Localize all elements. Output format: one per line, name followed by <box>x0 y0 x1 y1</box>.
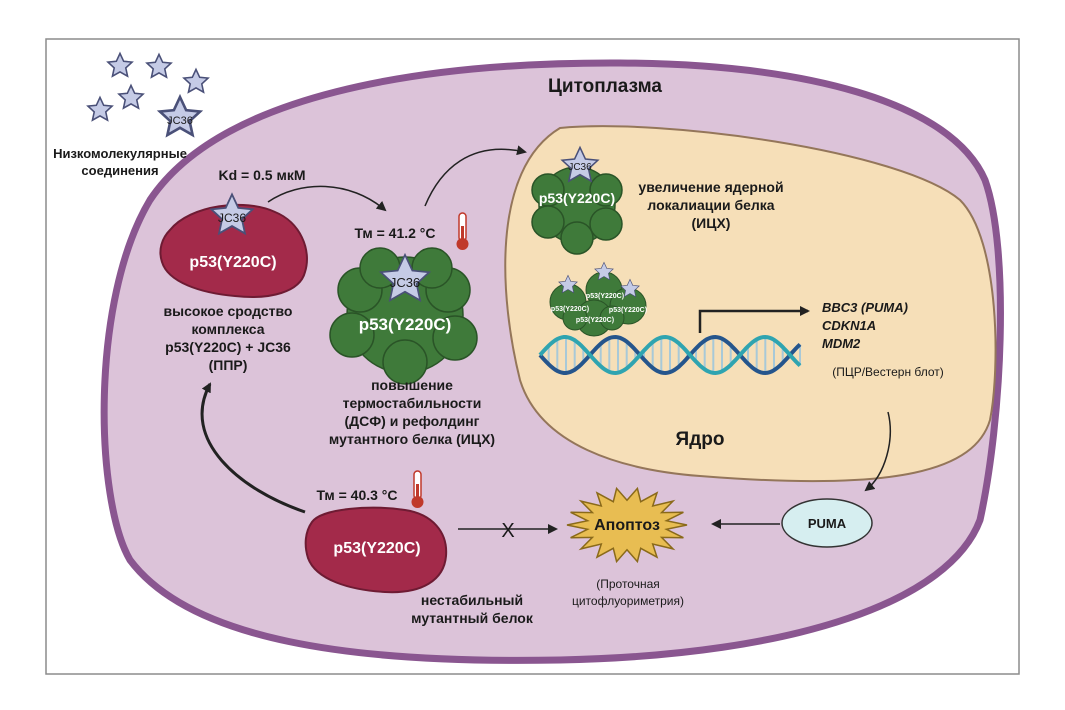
puma-ellipse <box>781 498 873 548</box>
protein-label-small: p53(Y220C) <box>586 293 624 300</box>
jc36-label: JC36 <box>167 115 193 127</box>
jc36-label: JC36 <box>390 275 420 290</box>
small-molecules-group <box>86 51 210 138</box>
star-icon <box>156 93 204 138</box>
star-icon <box>378 252 432 303</box>
protein-label-small: p53(Y220C) <box>551 306 589 313</box>
star-icon <box>145 52 173 79</box>
protein-label: p53(Y220C) <box>333 540 420 557</box>
apoptosis-burst <box>566 486 688 564</box>
jc36-label: JC36 <box>218 211 246 225</box>
dna-icon <box>538 334 802 376</box>
nuclear-localization-line2: локалиации белка <box>647 197 774 213</box>
star-icon <box>620 278 640 298</box>
small-molecules-label-line2: соединения <box>81 163 158 178</box>
star-icon <box>594 261 614 281</box>
unstable-line2: мутантный белок <box>411 610 534 626</box>
thermostability-line4: мутантного белка (ИЦХ) <box>329 431 495 447</box>
high-affinity-line4: (ППР) <box>209 357 248 373</box>
puma-label: PUMA <box>808 516 847 531</box>
arrow-icon <box>200 382 306 514</box>
nuclear-localization-line1: увеличение ядерной <box>638 179 783 195</box>
tm-unbound-label: Тм = 40.3 °C <box>317 487 398 503</box>
unstable-line1: нестабильный <box>421 592 523 608</box>
tm-bound-label: Тм = 41.2 °C <box>355 225 436 241</box>
arrow-icon <box>424 145 527 207</box>
star-icon <box>86 95 114 122</box>
star-icon <box>182 67 210 94</box>
nucleus-label: Ядро <box>676 429 725 450</box>
gene-mdm2: MDM2 <box>822 336 861 351</box>
star-icon <box>560 145 600 183</box>
gene-method-label: (ПЦР/Вестерн блот) <box>832 365 944 379</box>
apoptosis-label: Апоптоз <box>594 517 660 534</box>
thermometer-icon <box>456 212 469 250</box>
star-icon <box>209 192 255 236</box>
protein-label-small: p53(Y220C) <box>609 307 647 314</box>
gene-bbc3: BBC3 (PUMA) <box>822 300 908 315</box>
arrow-icon <box>267 185 387 212</box>
protein-green-nuclear <box>531 166 623 255</box>
thermostability-line3: (ДСФ) и рефолдинг <box>344 413 479 429</box>
transcription-arrow <box>698 306 810 333</box>
block-mark: X <box>501 520 514 542</box>
star-icon <box>558 274 578 294</box>
thermostability-line1: повышение <box>371 377 453 393</box>
protein-label-small: p53(Y220C) <box>576 317 614 324</box>
protein-label: p53(Y220C) <box>189 254 276 271</box>
high-affinity-line1: высокое сродство <box>164 303 293 319</box>
high-affinity-line2: комплекса <box>191 321 264 337</box>
kd-label: Kd = 0.5 мкМ <box>219 167 306 183</box>
protein-bound-red <box>159 203 308 298</box>
thermometer-icon <box>411 470 424 508</box>
protein-label: p53(Y220C) <box>359 315 452 334</box>
protein-tetramer: p53(Y220C) p53(Y220C) p53(Y220C) p53(Y22… <box>549 261 647 337</box>
nuclear-localization-line3: (ИЦХ) <box>692 215 731 231</box>
gene-cdkn1a: CDKN1A <box>822 318 876 333</box>
apoptosis-method-line1: (Проточная <box>596 577 660 591</box>
arrow-icon <box>864 411 891 492</box>
nucleus <box>504 125 997 483</box>
apoptosis-method-line2: цитофлуориметрия) <box>572 594 684 608</box>
protein-unbound-red <box>304 506 448 594</box>
star-icon <box>117 83 145 110</box>
thermostability-line2: термостабильности <box>343 395 482 411</box>
protein-label: p53(Y220C) <box>539 190 615 206</box>
high-affinity-line3: p53(Y220C) + JC36 <box>165 339 291 355</box>
cytoplasm-label: Цитоплазма <box>548 76 662 97</box>
star-icon <box>106 51 134 78</box>
jc36-label: JC36 <box>568 162 592 173</box>
small-molecules-label-line1: Низкомолекулярные <box>53 146 187 161</box>
